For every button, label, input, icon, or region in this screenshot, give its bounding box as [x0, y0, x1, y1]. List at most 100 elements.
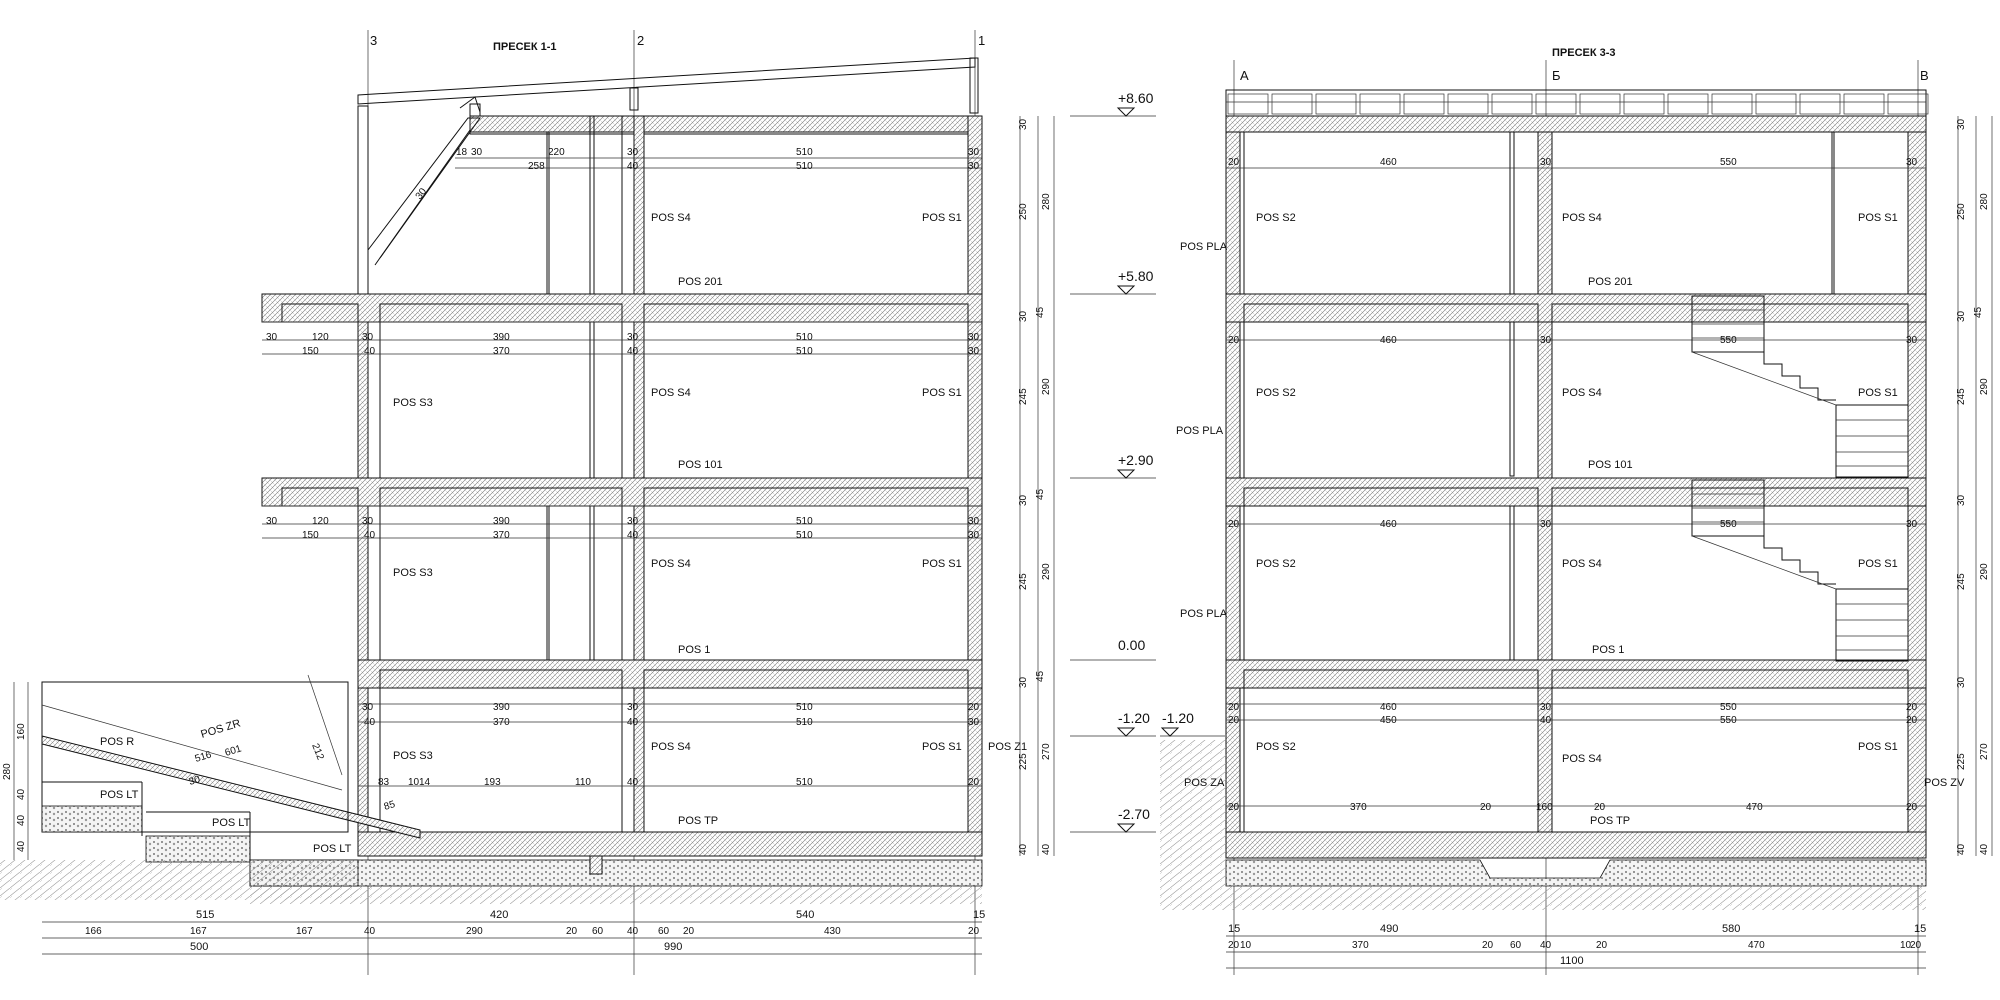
r-pos-s4-1: POS S4	[1562, 212, 1602, 224]
rv-245b: 245	[1956, 573, 1967, 590]
bd2-166: 166	[85, 926, 102, 937]
dim-row-basement: 83 10 14 193 110 40 510 20	[378, 777, 980, 788]
bd2-20c: 20	[968, 926, 980, 937]
label-pos-lt-2: POS LT	[212, 817, 251, 829]
rv-225: 225	[1956, 753, 1967, 770]
label-pos-lt-1: POS LT	[100, 789, 139, 801]
rm2-550: 550	[1720, 519, 1737, 530]
d2-40: 40	[364, 346, 376, 357]
roof-parapet-cell	[1359, 93, 1401, 115]
roof-parapet-cell	[1667, 93, 1709, 115]
label-pos-s4-3: POS S4	[651, 558, 691, 570]
d1-390: 390	[493, 516, 510, 527]
rbs-160: 160	[1536, 802, 1553, 813]
d2-30: 30	[266, 332, 278, 343]
dim-row-ground: 30 390 30 510 20 40 370 40 510 30	[362, 702, 980, 728]
dim-30b: 30	[627, 147, 639, 158]
elev-0-00-label: 0.00	[1118, 637, 1145, 653]
r-pos-tp: POS TP	[1590, 815, 1630, 827]
rv-30c: 30	[1956, 494, 1967, 506]
r-pos-s1-2: POS S1	[1858, 387, 1898, 399]
r-pos-s1-1: POS S1	[1858, 212, 1898, 224]
r-pos-zv: POS ZV	[1924, 777, 1965, 789]
rbd2-20b: 20	[1482, 940, 1494, 951]
d2-120: 120	[312, 332, 329, 343]
r-pos-s1-4: POS S1	[1858, 741, 1898, 753]
section-3-3-title: ПРЕСЕК 3-3	[1552, 47, 1616, 59]
dim-18: 18	[456, 147, 468, 158]
rm2-20: 20	[1228, 519, 1240, 530]
dg-20: 20	[968, 702, 980, 713]
slope-dim-516: 516	[194, 749, 214, 765]
label-pos-s3-1: POS S3	[393, 397, 433, 409]
r-pos-1: POS 1	[1592, 644, 1624, 656]
r-pos-s4-4: POS S4	[1562, 753, 1602, 765]
r-pos-pla-3: POS PLA	[1180, 608, 1228, 620]
slope-dim-601: 601	[224, 743, 244, 759]
dim-40: 40	[627, 161, 639, 172]
rbs-20c: 20	[1594, 802, 1606, 813]
label-pos-s3-3: POS S3	[393, 750, 433, 762]
label-pos-s1-2: POS S1	[922, 387, 962, 399]
rbd2-470: 470	[1748, 940, 1765, 951]
roof-parapet-cell	[1491, 93, 1533, 115]
roof-parapet-cell	[1227, 93, 1269, 115]
d1-30d: 30	[968, 516, 980, 527]
bd2-20a: 20	[566, 926, 578, 937]
db-14: 14	[419, 777, 431, 788]
elev-2-90: +2.90	[1070, 452, 1156, 479]
rbd-580: 580	[1722, 923, 1740, 935]
v-30: 30	[1018, 118, 1029, 130]
db-10: 10	[408, 777, 420, 788]
d2-30b: 30	[362, 332, 374, 343]
rv-30d: 30	[1956, 676, 1967, 688]
label-pos-101: POS 101	[678, 459, 723, 471]
rm2-30: 30	[1540, 519, 1552, 530]
v-40: 40	[1018, 843, 1029, 855]
d1-120: 120	[312, 516, 329, 527]
label-pos-201: POS 201	[678, 276, 723, 288]
roof-parapet-cell	[1403, 93, 1445, 115]
rb2-450: 450	[1380, 715, 1397, 726]
rb-20: 20	[1228, 702, 1240, 713]
bd3-500: 500	[190, 941, 208, 953]
staircase-upper	[1691, 295, 1909, 478]
v-245b: 245	[1018, 573, 1029, 590]
vertical-dims-right-section: 30 250 280 30 45 245 290 30 245 290 30 2…	[1956, 116, 1993, 856]
label-pos-s4-1: POS S4	[651, 212, 691, 224]
db-193: 193	[484, 777, 501, 788]
roof-slope-dim-30: 30	[414, 186, 430, 202]
roof-parapet-cell	[1887, 93, 1929, 115]
roof-cells	[1227, 93, 1929, 115]
bd2-40b: 40	[627, 926, 639, 937]
axis-3-label: 3	[370, 33, 377, 48]
label-pos-s1-4: POS S1	[922, 741, 962, 753]
r-pos-pla-1: POS PLA	[1180, 241, 1228, 253]
vl-280: 280	[2, 763, 13, 780]
rt-30b: 30	[1906, 157, 1918, 168]
r-pos-s4-2: POS S4	[1562, 387, 1602, 399]
rbd3-1100: 1100	[1560, 955, 1584, 967]
db-110: 110	[575, 777, 591, 788]
rv-250: 250	[1956, 203, 1967, 220]
bd2-167a: 167	[190, 926, 207, 937]
rm-550: 550	[1720, 335, 1737, 346]
dg-30: 30	[362, 702, 374, 713]
dg-30c: 30	[968, 717, 980, 728]
v-250: 250	[1018, 203, 1029, 220]
elev-minus-1-20-label: -1.20	[1118, 710, 1150, 726]
rb-30: 30	[1540, 702, 1552, 713]
elev-minus-2-70: -2.70	[1070, 806, 1156, 833]
rbd2-10: 10	[1240, 940, 1252, 951]
v-290b: 290	[1041, 563, 1052, 580]
rbd2-20: 20	[1228, 940, 1240, 951]
d1-40b: 40	[627, 530, 639, 541]
d1-30e: 30	[968, 530, 980, 541]
roof-parapet-cell	[1711, 93, 1753, 115]
rb2-20: 20	[1228, 715, 1240, 726]
db-40: 40	[627, 777, 639, 788]
elev-minus-1-20: -1.20	[1070, 710, 1156, 737]
rm-30b: 30	[1906, 335, 1918, 346]
rb-460: 460	[1380, 702, 1397, 713]
rbd2-40: 40	[1540, 940, 1552, 951]
